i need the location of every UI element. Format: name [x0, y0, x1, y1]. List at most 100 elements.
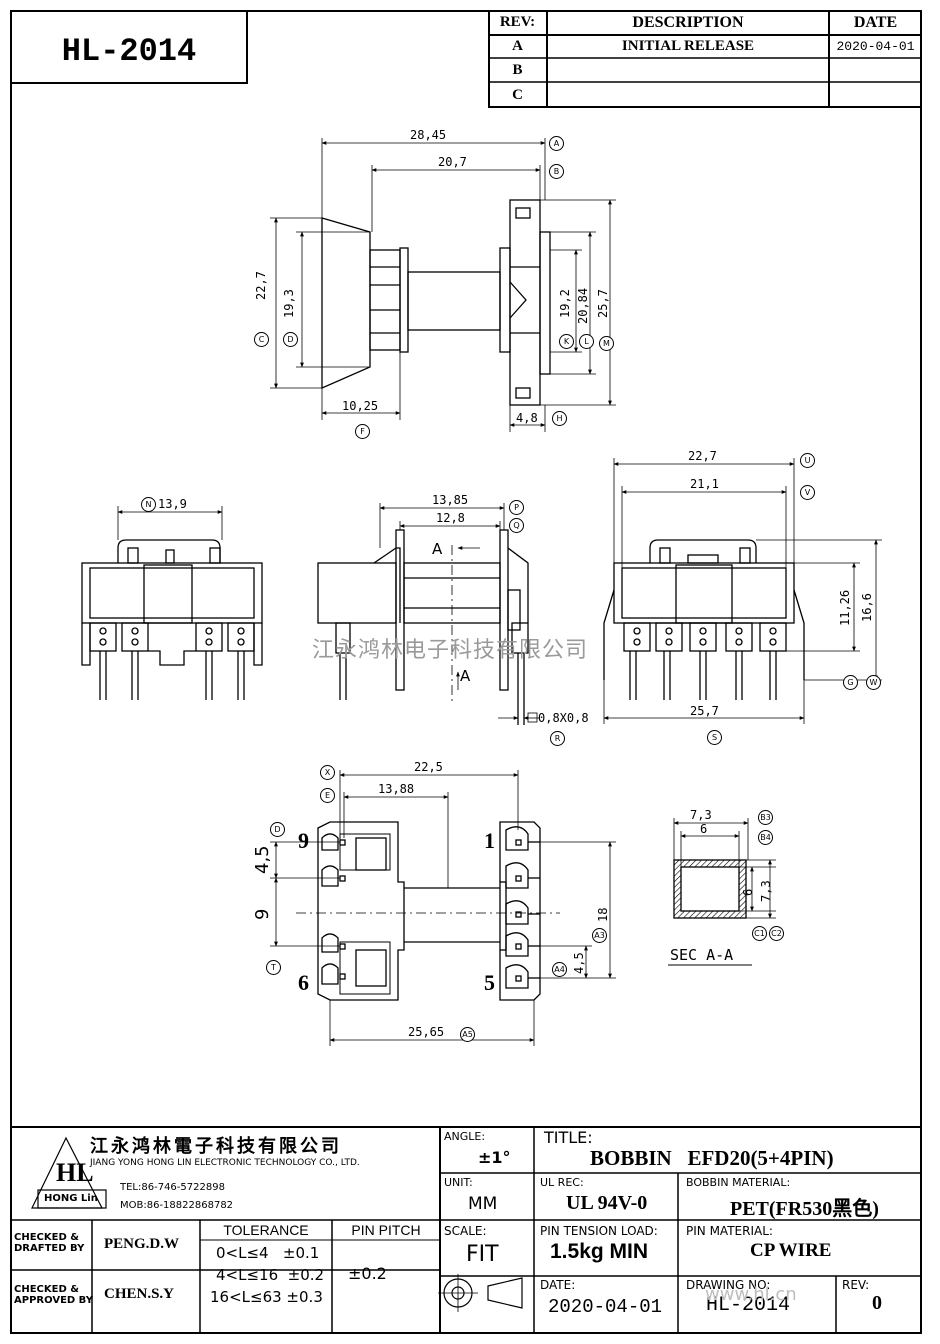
rev-c: C	[512, 86, 523, 103]
rev-b: B	[512, 61, 523, 78]
rev-label: REV:	[842, 1278, 870, 1292]
logo-text: HL	[56, 1158, 94, 1187]
dim-21-1: 21,1	[690, 477, 719, 491]
balloon-a5: A5	[460, 1027, 475, 1042]
checked-drafted-value: PENG.D.W	[104, 1236, 179, 1252]
watermark-url: www.hl.cn	[705, 1284, 797, 1305]
title-block-grid	[10, 1126, 922, 1334]
logo-sub: HONG Lin	[44, 1193, 98, 1204]
top-view	[321, 199, 551, 406]
pin-material-label: PIN MATERIAL:	[686, 1224, 773, 1238]
dim-13-9: 13,9	[158, 497, 187, 511]
dim-6-top: 6	[700, 822, 708, 836]
unit-value: MM	[468, 1194, 498, 1214]
balloon-p: P	[509, 500, 524, 515]
date-value: 2020-04-01	[548, 1296, 663, 1318]
dim-19-2: 19,2	[558, 289, 572, 318]
company-mob: MOB:86-18822868782	[120, 1200, 234, 1211]
dim-0-8: 0,8X0,8	[538, 711, 589, 725]
balloon-b: B	[549, 164, 564, 179]
dim-22-7-top: 22,7	[254, 271, 268, 300]
date-label: DATE:	[540, 1278, 576, 1292]
rev-a-description: INITIAL RELEASE	[621, 38, 755, 54]
dim-4-8: 4,8	[516, 411, 538, 425]
top-view-dims	[270, 138, 616, 432]
dim-25-65: 25,65	[408, 1025, 445, 1039]
company-name-en: JIANG YONG HONG LIN ELECTRONIC TECHNOLOG…	[90, 1158, 360, 1168]
dim-11-26: 11,26	[838, 589, 852, 626]
pin-number-5: 5	[484, 970, 495, 995]
pin-pitch-value: ±0.2	[348, 1264, 387, 1283]
tolerance-label: TOLERANCE	[223, 1222, 309, 1238]
dim-10-25: 10,25	[342, 399, 379, 413]
section-a-a	[668, 818, 776, 966]
tolerance-row-2: 4<L≤16 ±0.2	[216, 1266, 325, 1284]
rev-header: REV:	[499, 14, 536, 30]
balloon-m: M	[599, 336, 614, 351]
part-code-box	[10, 10, 248, 84]
bottom-view-dims	[270, 770, 616, 1046]
balloon-k: K	[559, 334, 574, 349]
balloon-c2: C2	[769, 926, 784, 941]
drawing-no-label: DRAWING NO:	[686, 1278, 771, 1292]
balloon-u: U	[800, 453, 815, 468]
section-title: SEC A-A	[670, 946, 734, 964]
dim-12-8: 12,8	[436, 511, 465, 525]
balloon-h: H	[552, 411, 567, 426]
pin-tension-value: 1.5kg MIN	[550, 1240, 649, 1263]
balloon-a3: A3	[592, 928, 607, 943]
balloon-l: L	[579, 334, 594, 349]
date-header: DATE	[853, 13, 898, 31]
dim-20-84: 20,84	[576, 287, 590, 324]
dim-18: 18	[596, 907, 610, 922]
dim-7-3-side: 7,3	[759, 880, 773, 902]
balloon-q: Q	[509, 518, 524, 533]
balloon-r: R	[550, 731, 565, 746]
tolerance-row-1: 0<L≤4 ±0.1	[216, 1244, 320, 1262]
balloon-c1: C1	[752, 926, 767, 941]
pin-tension-label: PIN TENSION LOAD:	[540, 1224, 658, 1238]
material-value: PET(FR530黑色)	[730, 1198, 879, 1220]
dim-13-85: 13,85	[432, 493, 469, 507]
drawing-no-value: HL-2014	[706, 1294, 791, 1317]
balloon-a4: A4	[552, 962, 567, 977]
technical-drawing	[81, 138, 882, 1046]
balloon-w: W	[866, 675, 881, 690]
scale-label: SCALE:	[444, 1224, 487, 1238]
dim-4-5-right: 4,5	[572, 952, 586, 974]
title-block: HL HONG Lin 江永鸿林電子科技有限公司 JIANG YONG HONG…	[10, 1126, 922, 1334]
company-name-cn: 江永鸿林電子科技有限公司	[90, 1136, 342, 1157]
right-end-view	[603, 539, 805, 700]
description-header: DESCRIPTION	[632, 13, 744, 31]
bottom-view	[296, 821, 560, 1001]
dim-25-7-side: 25,7	[690, 704, 719, 718]
checked-drafted-label: CHECKED & DRAFTED BY	[14, 1232, 85, 1254]
balloon-b4: B4	[758, 830, 773, 845]
balloon-g: G	[843, 675, 858, 690]
section-mark-bottom: A	[460, 667, 471, 685]
dim-19-3: 19,3	[282, 289, 296, 318]
balloon-a: A	[549, 136, 564, 151]
pin-number-1: 1	[484, 828, 495, 853]
front-view-dims	[379, 503, 540, 723]
balloon-d: D	[283, 332, 298, 347]
watermark: 江永鸿林电子科技有限公司	[312, 638, 589, 663]
dim-4-5-left: 4,5	[252, 845, 273, 874]
pin-number-9: 9	[298, 828, 309, 853]
unit-label: UNIT:	[444, 1176, 473, 1189]
company-tel: TEL:86-746-5722898	[120, 1182, 225, 1193]
dim-28-45: 28,45	[410, 128, 447, 142]
left-end-view	[81, 539, 263, 700]
part-code: HL-2014	[61, 32, 197, 70]
dim-16-6: 16,6	[860, 593, 874, 622]
checked-approved-label: CHECKED & APPROVED BY	[14, 1284, 93, 1306]
material-label: BOBBIN MATERIAL:	[686, 1176, 791, 1189]
ul-label: UL REC:	[540, 1176, 584, 1189]
balloon-t: T	[266, 960, 281, 975]
angle-label: ANGLE:	[444, 1130, 486, 1143]
ul-value: UL 94V-0	[566, 1192, 648, 1214]
angle-value: ±1°	[478, 1148, 511, 1167]
rev-a: A	[512, 38, 523, 54]
revision-table-grid	[488, 10, 922, 108]
title-label: TITLE:	[544, 1128, 593, 1147]
